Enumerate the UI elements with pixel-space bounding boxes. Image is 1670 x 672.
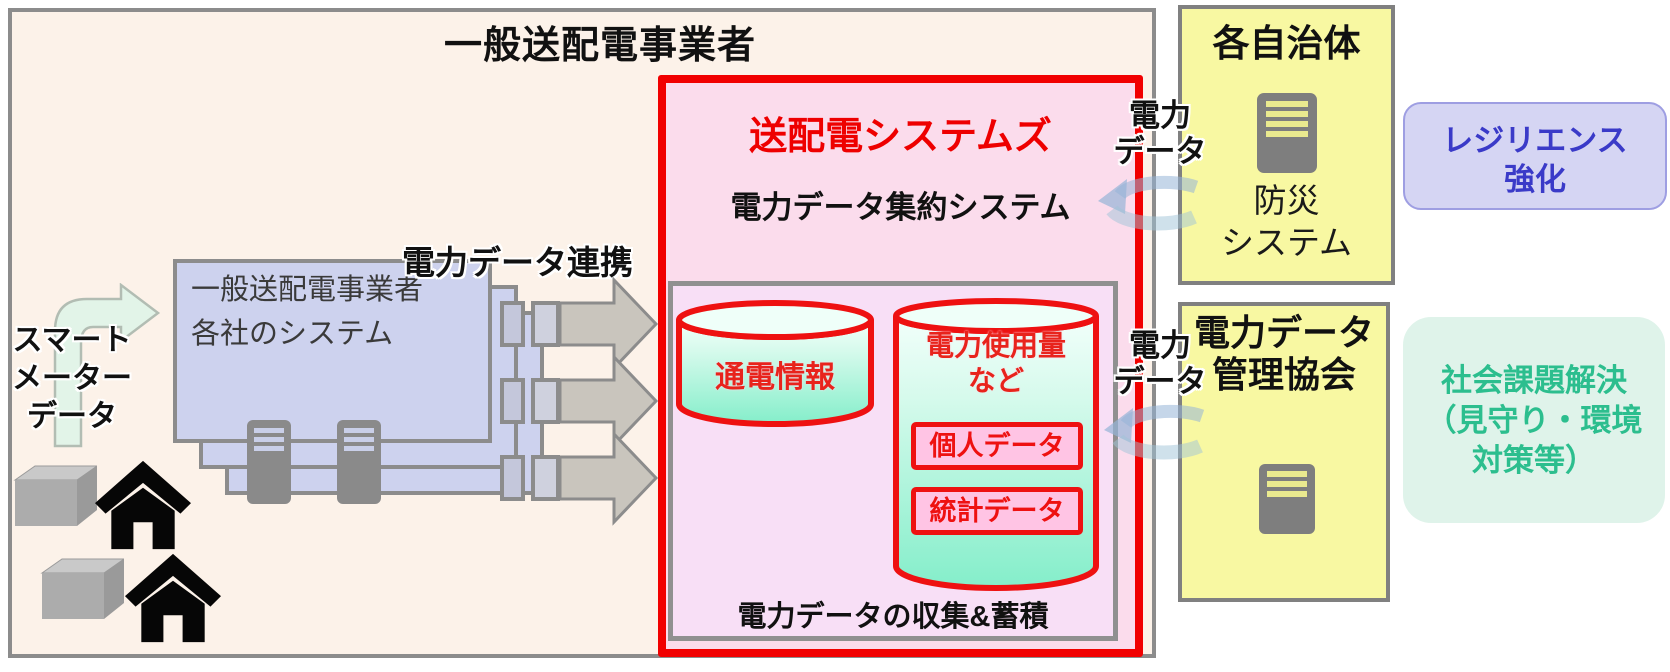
smart-meter-arrow — [53, 283, 161, 448]
disaster-system-label: 防災 システム — [1220, 182, 1352, 261]
house-icon — [125, 553, 221, 643]
collection-storage-label: 電力データの収集&蓄積 — [737, 601, 1049, 633]
power-data-label: 電力 データ — [1113, 328, 1207, 399]
data-linkage-label: 電力データ連携 — [402, 244, 633, 281]
server-icon — [337, 420, 381, 504]
server-icon — [1257, 93, 1317, 173]
aggregation-subtitle: 電力データ集約システム — [730, 190, 1071, 225]
stats-data-chip: 統計データ — [911, 487, 1083, 535]
association-box — [1178, 302, 1390, 602]
cylinder1-label: 通電情報 — [715, 361, 835, 394]
resilience-outcome-box: レジリエンス 強化 — [1403, 102, 1667, 210]
data-flow-arrows — [558, 276, 659, 526]
association-title: 電力データ 管理協会 — [1193, 312, 1374, 395]
social-issues-outcome-box: 社会課題解決 （見守り・環境 対策等） — [1403, 317, 1665, 523]
personal-data-chip: 個人データ — [911, 422, 1083, 470]
connector-tab — [500, 455, 525, 501]
connector-tab — [531, 301, 560, 347]
data-exchange-loop-arrow — [1098, 175, 1199, 231]
company-system-box-1 — [173, 259, 492, 443]
connector-tab — [500, 301, 525, 347]
server-icon — [1259, 464, 1315, 534]
connector-tab — [531, 378, 560, 424]
meter-cube-icon — [40, 558, 124, 619]
smart-meter-label: スマート メーター データ — [12, 324, 132, 433]
server-icon — [247, 420, 291, 504]
meter-cube-icon — [13, 465, 97, 526]
connector-tab — [531, 455, 560, 501]
power-data-label: 電力 データ — [1113, 98, 1207, 169]
data-exchange-loop-arrow — [1104, 404, 1205, 460]
house-icon — [95, 460, 191, 550]
municipality-title: 各自治体 — [1212, 23, 1361, 64]
utility-operator-title: 一般送配電事業者 — [443, 25, 756, 67]
connector-tab — [500, 378, 525, 424]
aggregation-title: 送配電システムズ — [749, 116, 1052, 158]
company-system-label: 一般送配電事業者 各社のシステム — [191, 274, 424, 350]
cylinder2-label: 電力使用量 など — [925, 330, 1066, 396]
database-cylinder-power-info — [676, 300, 874, 427]
